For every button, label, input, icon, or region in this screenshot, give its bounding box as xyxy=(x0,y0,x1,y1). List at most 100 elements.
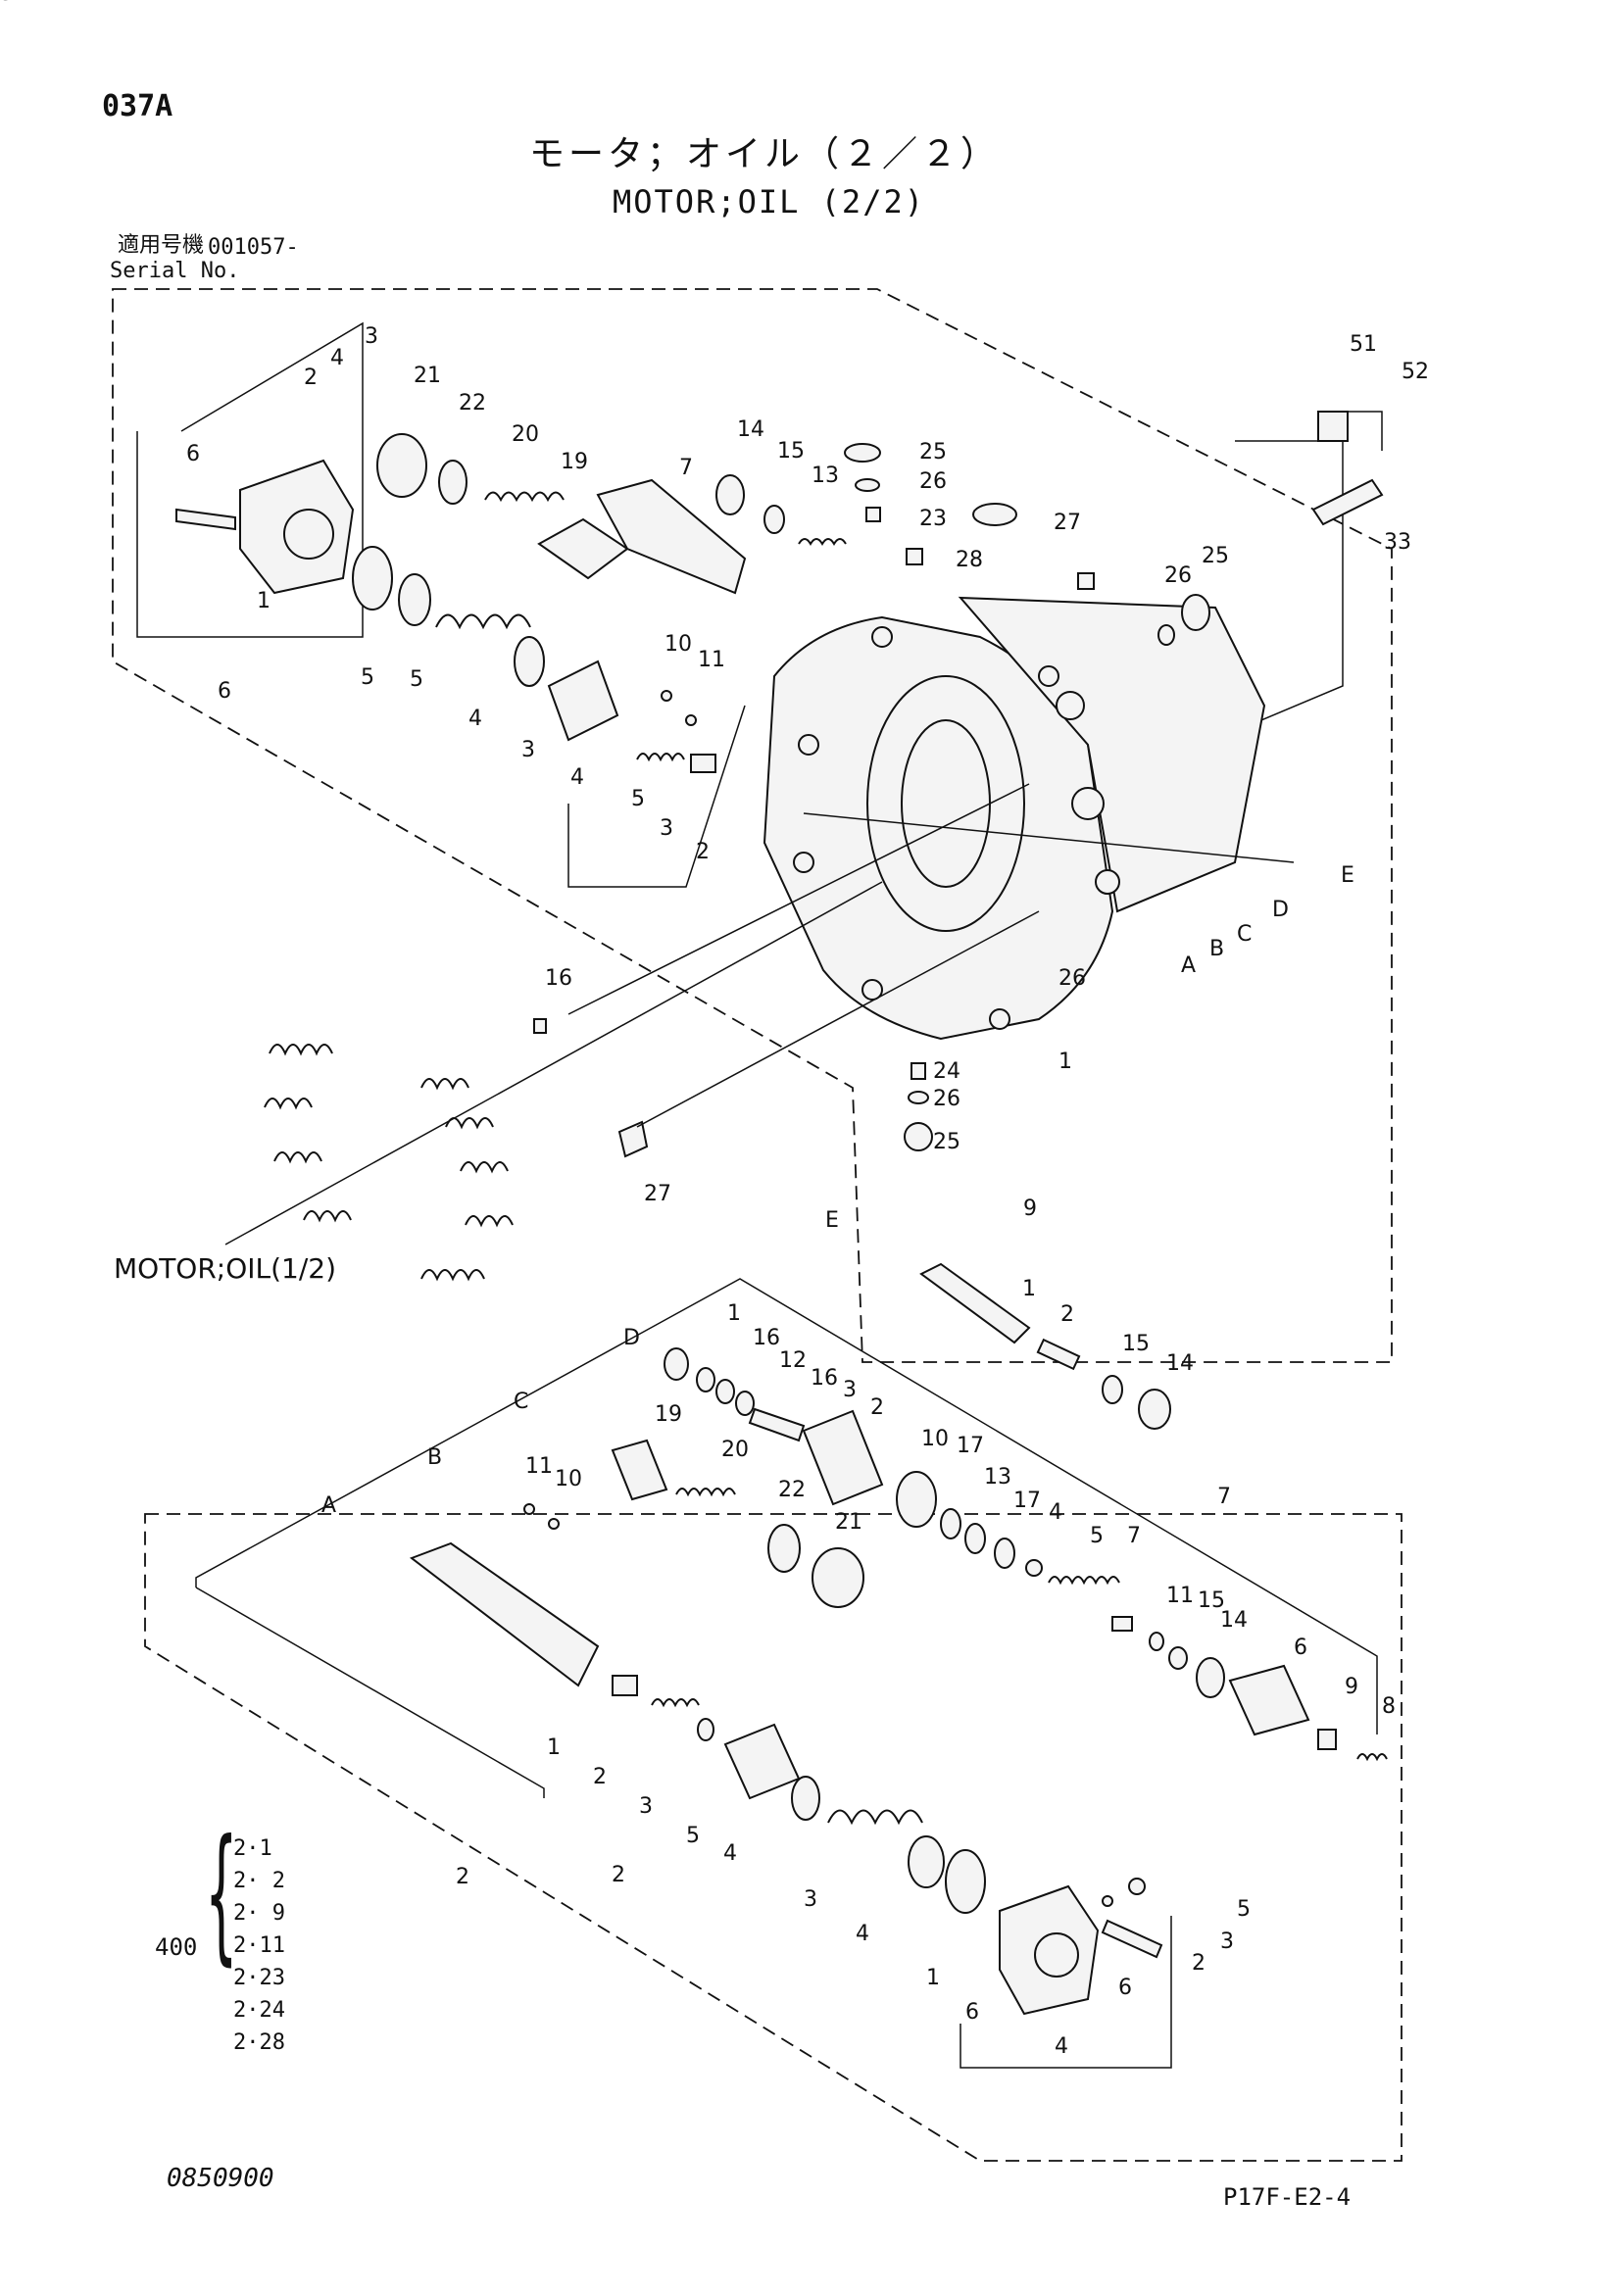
part-callout: 4 xyxy=(723,1841,737,1866)
pin-16 xyxy=(533,1018,547,1034)
part-callout: 14 xyxy=(737,417,764,442)
page-code: 037A xyxy=(102,89,173,123)
spring-5-lower xyxy=(1048,1576,1120,1586)
part-callout: 5 xyxy=(1090,1524,1104,1548)
part-callout: 26 xyxy=(1164,563,1192,588)
plug-21-upper xyxy=(376,433,427,498)
part-callout: 26 xyxy=(919,469,947,494)
plug-d xyxy=(664,1347,689,1381)
ball-4-lower xyxy=(1025,1559,1043,1577)
pin-10-lower xyxy=(548,1518,560,1530)
part-callout: 26 xyxy=(1058,966,1086,991)
doc-number: 0850900 xyxy=(167,2164,274,2193)
bracket-line-upper-left xyxy=(136,321,364,638)
ring-3-upper xyxy=(514,636,545,687)
lower-right-cover xyxy=(999,1884,1100,2016)
part-callout: 9 xyxy=(1023,1197,1037,1221)
seat-5-lower xyxy=(908,1835,945,1888)
part-callout: 4 xyxy=(570,765,584,790)
part-callout: 13 xyxy=(984,1465,1011,1490)
pin-2-lower-9 xyxy=(1036,1338,1081,1371)
part-callout: 4 xyxy=(1055,2034,1068,2059)
part-callout: 2 xyxy=(456,1865,469,1889)
plug-24-bottom xyxy=(910,1062,926,1080)
kit-item: 2·28 xyxy=(233,2030,285,2055)
part-callout: B xyxy=(1209,937,1224,961)
part-callout: D xyxy=(1272,898,1289,922)
spool-a-lower xyxy=(409,1541,600,1687)
part-callout: 8 xyxy=(1382,1694,1396,1719)
spool-2-lower xyxy=(802,1409,884,1506)
plug-25-top xyxy=(844,443,881,463)
spring-3-mid xyxy=(636,753,685,762)
serial-label-en: Serial No. xyxy=(110,259,240,283)
ring-13-lower xyxy=(964,1523,986,1554)
pin-7-lower xyxy=(1111,1616,1133,1632)
part-callout: 3 xyxy=(521,738,535,762)
part-callout: 11 xyxy=(525,1454,553,1479)
seat-5-upper xyxy=(398,573,431,626)
part-callout: 3 xyxy=(1220,1930,1234,1954)
part-callout: 14 xyxy=(1220,1608,1248,1633)
part-callout: E xyxy=(1341,863,1354,888)
part-callout: 7 xyxy=(679,456,693,480)
part-callout: 2 xyxy=(696,840,710,864)
part-callout: 3 xyxy=(843,1378,857,1402)
part-callout: 5 xyxy=(0,0,14,6)
ring-17-a xyxy=(940,1508,961,1539)
part-callout: 22 xyxy=(778,1478,806,1502)
spring-20-lower xyxy=(675,1488,736,1497)
ring-14-lower xyxy=(1196,1657,1225,1698)
sleeve-4-upper xyxy=(547,659,619,742)
part-callout: 1 xyxy=(1058,1050,1072,1074)
part-callout: 24 xyxy=(933,1059,960,1084)
cap-6-lower xyxy=(1228,1664,1310,1736)
part-callout: 1 xyxy=(926,1966,940,1990)
part-callout: 19 xyxy=(561,450,588,474)
plug-2-lower-a xyxy=(612,1675,638,1696)
part-callout: 17 xyxy=(957,1434,984,1458)
bolt-6-lower xyxy=(1101,1919,1163,1959)
part-callout: 16 xyxy=(753,1326,780,1350)
kit-number: 400 xyxy=(155,1933,198,1961)
part-callout: 15 xyxy=(1198,1588,1225,1613)
spool-19-upper xyxy=(537,517,629,580)
part-callout: 3 xyxy=(660,816,673,841)
part-callout: 15 xyxy=(777,439,805,464)
part-callout: 5 xyxy=(361,665,374,690)
part-callout: 4 xyxy=(856,1922,869,1946)
part-callout: 19 xyxy=(655,1402,682,1427)
part-callout: 3 xyxy=(365,324,378,349)
part-callout: A xyxy=(1181,953,1196,978)
bolt-33 xyxy=(1311,478,1384,526)
part-callout: 3 xyxy=(804,1887,817,1912)
ring-26-top xyxy=(855,478,880,492)
part-callout: 2 xyxy=(1060,1302,1074,1327)
motor-housing xyxy=(763,596,1266,1041)
part-callout: 1 xyxy=(547,1735,561,1760)
part-callout: 10 xyxy=(921,1427,949,1451)
part-callout: 13 xyxy=(812,464,839,488)
part-callout: 1 xyxy=(727,1301,741,1326)
part-callout: 25 xyxy=(919,440,947,464)
kit-brace: { xyxy=(206,1809,237,1979)
spring-4-lower xyxy=(827,1809,923,1826)
part-callout: 7 xyxy=(1217,1485,1231,1509)
ring-16-b xyxy=(735,1391,755,1416)
ring-17-b xyxy=(994,1538,1015,1569)
part-callout: B xyxy=(427,1445,442,1470)
part-callout: 22 xyxy=(459,391,486,415)
small-part-4-lower xyxy=(1102,1895,1113,1907)
ring-15-lower-b xyxy=(1168,1646,1188,1670)
upper-left-cover xyxy=(239,459,355,595)
upper-assembly-boundary xyxy=(112,288,1393,1363)
spring-3-lower xyxy=(651,1698,700,1708)
bolt-6-upper xyxy=(175,508,236,531)
part-callout: 5 xyxy=(631,787,645,811)
part-callout: 2 xyxy=(612,1863,625,1887)
part-callout: 3 xyxy=(639,1794,653,1819)
valve-7-upper xyxy=(596,478,747,595)
plug-21-lower xyxy=(812,1547,864,1608)
part-callout: 2 xyxy=(870,1395,884,1420)
